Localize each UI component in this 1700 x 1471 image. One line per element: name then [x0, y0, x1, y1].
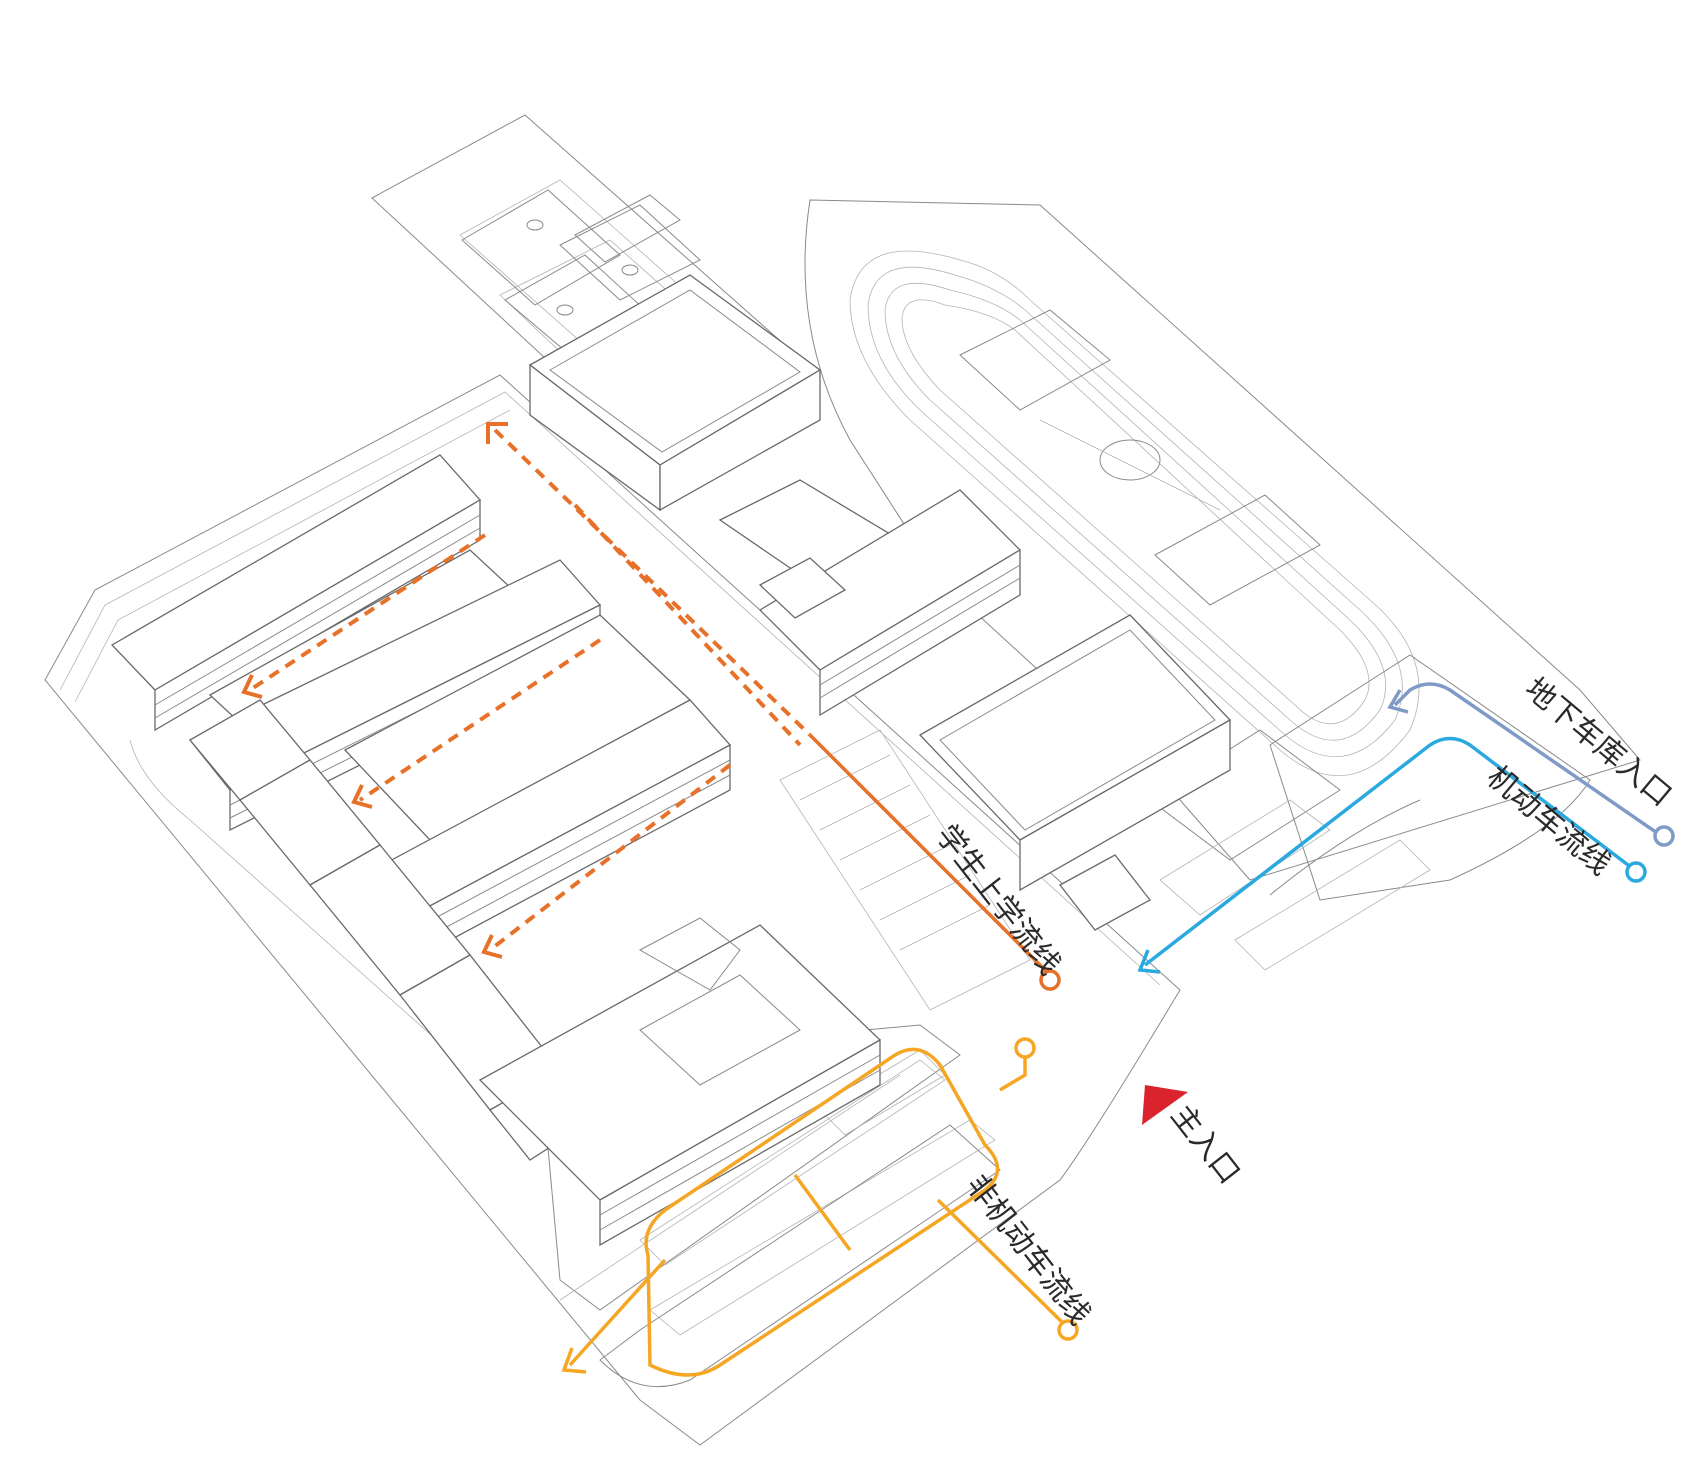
non-motor-bottom-marker — [1057, 1319, 1079, 1341]
non-motor-flow-label: 非机动车流线 — [959, 1169, 1096, 1331]
running-track — [804, 199, 1641, 881]
classroom-wing-2 — [188, 559, 692, 841]
non-motor-top-marker — [1014, 1037, 1036, 1059]
gymnasium — [528, 274, 822, 512]
student-flow-dashed-main — [493, 428, 812, 737]
student-flow-leader — [808, 733, 1052, 977]
south-block — [478, 917, 882, 1247]
main-entrance-label: 主入口 — [1164, 1099, 1245, 1190]
main-entrance-marker — [1142, 1085, 1188, 1125]
vehicle-flow-line — [1137, 736, 1647, 974]
student-flow-arrowhead-2 — [351, 784, 373, 809]
student-flow-dashed-branch-3 — [488, 763, 732, 952]
vehicle-flow-end-marker — [1625, 861, 1647, 883]
garage-entrance-line — [1387, 682, 1675, 847]
entrance-plaza — [779, 729, 1031, 1011]
non-motor-loop — [644, 1047, 1000, 1377]
student-flow-end-marker — [1039, 969, 1061, 991]
non-motor-flow-lines — [561, 1037, 1079, 1377]
student-flow-dashed-branch-2 — [358, 638, 602, 802]
student-flow-dashed-cross — [573, 503, 802, 747]
student-flow-arrowhead-top — [486, 422, 508, 444]
east-parking — [1149, 654, 1591, 971]
central-building — [718, 479, 1022, 717]
vehicle-flow-label: 机动车流线 — [1481, 760, 1617, 882]
garage-entrance-end-marker — [1653, 825, 1675, 847]
student-flow-arrowhead-3 — [481, 934, 503, 959]
student-flow-dashed-branch-1 — [248, 533, 487, 692]
student-flow-arrowhead-1 — [241, 674, 263, 699]
student-flow-lines — [241, 422, 1061, 991]
hall-building — [918, 614, 1232, 931]
